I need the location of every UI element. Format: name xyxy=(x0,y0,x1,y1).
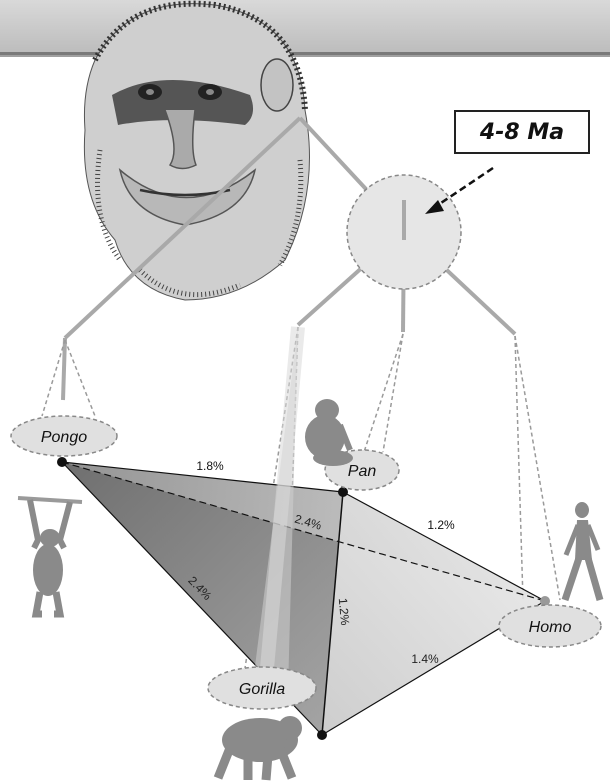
arrow-icon xyxy=(425,166,494,214)
human-walking-icon xyxy=(561,502,604,602)
distance-pan-gorilla: 1.2% xyxy=(336,597,352,626)
pan-label: Pan xyxy=(348,463,377,480)
distance-gorilla-homo: 1.4% xyxy=(411,652,439,666)
pan-vertex xyxy=(338,487,348,497)
distance-pan-homo: 1.2% xyxy=(427,518,455,532)
divergence-date-box: 4-8 Ma xyxy=(454,110,590,154)
distance-pongo-pan: 1.8% xyxy=(196,459,224,473)
chimpanzee-portrait-icon xyxy=(83,0,310,301)
orangutan-icon xyxy=(17,496,83,618)
homo-vertex xyxy=(540,596,550,606)
gorilla-vertex xyxy=(317,730,327,740)
gorilla-icon xyxy=(213,716,302,781)
taxon-label-homo: Homo xyxy=(498,604,602,648)
taxon-label-pongo: Pongo xyxy=(10,415,118,457)
gorilla-label: Gorilla xyxy=(239,681,285,698)
pongo-vertex xyxy=(57,457,67,467)
chimpanzee-sitting-icon xyxy=(305,399,353,466)
taxon-label-gorilla: Gorilla xyxy=(207,666,317,710)
pongo-label: Pongo xyxy=(41,429,87,446)
homo-label: Homo xyxy=(529,619,572,636)
